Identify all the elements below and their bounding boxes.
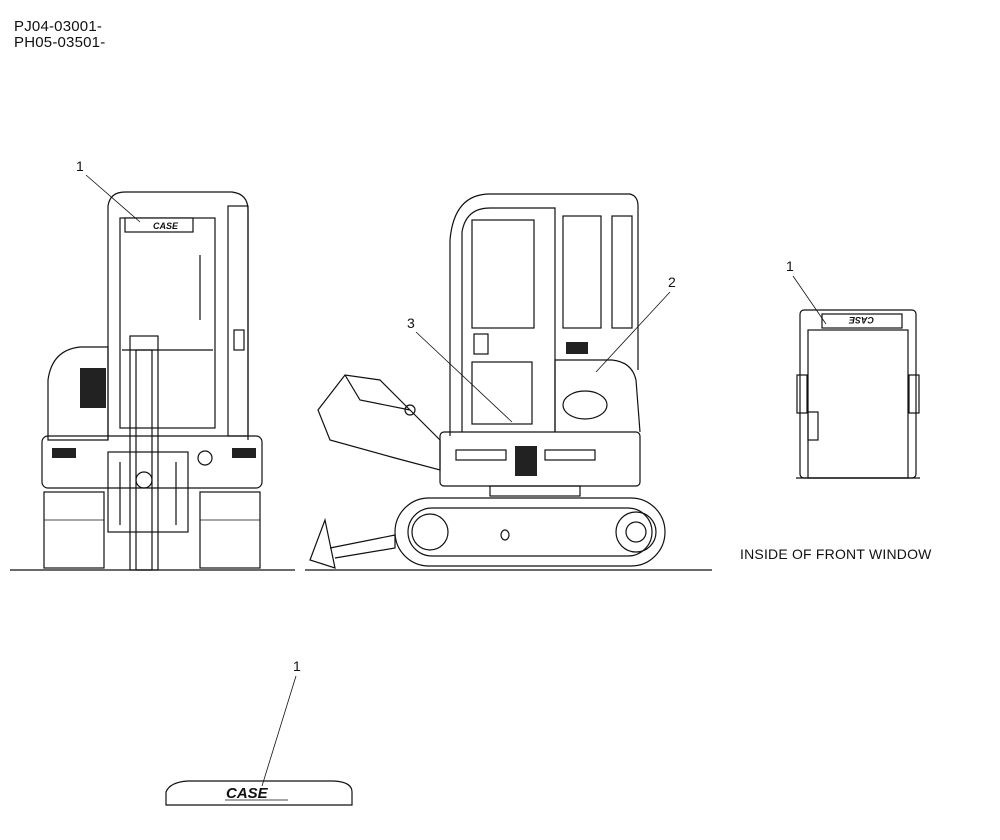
side-swing-bearing bbox=[489, 485, 581, 497]
rear-callout-1-leader bbox=[85, 174, 141, 223]
decal-callout-1: 1 bbox=[293, 658, 301, 674]
side-track-frame bbox=[407, 507, 653, 557]
rear-case-decal bbox=[124, 217, 194, 233]
side-callout-2-leader bbox=[595, 291, 671, 373]
side-dozer-blade bbox=[309, 517, 336, 569]
side-sprocket-wheel bbox=[615, 511, 657, 553]
side-callout-3: 3 bbox=[407, 315, 415, 331]
front-window-decal-logo: CASE bbox=[848, 315, 874, 325]
rear-boom-swing-bracket bbox=[107, 451, 189, 533]
front-window-case-decal bbox=[821, 313, 903, 329]
rear-track-left bbox=[43, 491, 105, 569]
rear-left-hood bbox=[47, 346, 109, 441]
front-window-latch-right bbox=[908, 374, 920, 414]
side-dozer-arm bbox=[329, 534, 396, 559]
decal-callout-1-leader bbox=[261, 675, 297, 787]
decal-case-logo: CASE bbox=[226, 785, 269, 802]
side-boom-pin bbox=[404, 404, 416, 416]
side-vent-grille bbox=[515, 446, 537, 476]
rear-tail-light-left bbox=[52, 448, 76, 458]
side-sprocket-hub bbox=[625, 521, 647, 543]
serial-range-1: PJ04-03001- bbox=[14, 18, 103, 35]
rear-track-right bbox=[199, 491, 261, 569]
side-callout-2: 2 bbox=[668, 274, 676, 290]
rear-grille bbox=[197, 450, 213, 466]
side-view-excavator: 2 3 bbox=[305, 193, 712, 571]
side-cab-door bbox=[461, 207, 556, 432]
rear-boom-pin bbox=[135, 471, 153, 489]
rear-view-excavator: CASE 1 bbox=[10, 158, 295, 571]
side-track-roller bbox=[500, 529, 510, 541]
front-window-frame bbox=[799, 309, 917, 479]
side-engine-hood bbox=[554, 359, 641, 433]
rear-cab-handle bbox=[233, 329, 245, 351]
rear-cab-side-panel bbox=[227, 205, 249, 437]
front-window-latch-left bbox=[796, 374, 808, 414]
side-track bbox=[394, 497, 666, 567]
side-boom-line bbox=[344, 374, 411, 411]
front-window-view: CASE 1 bbox=[786, 258, 920, 479]
side-cab-frame bbox=[449, 193, 639, 436]
rear-decal-logo: CASE bbox=[153, 221, 179, 231]
side-door-lower-window bbox=[471, 361, 533, 425]
window-callout-1-leader bbox=[792, 275, 827, 325]
front-window-lock bbox=[807, 411, 819, 441]
side-cab-lamp bbox=[566, 342, 588, 354]
side-cab-rear-window bbox=[562, 215, 602, 329]
side-upper-structure bbox=[439, 431, 641, 487]
side-boom-bucket bbox=[317, 374, 441, 471]
serial-range-2: PH05-03501- bbox=[14, 34, 106, 51]
rear-window-glass bbox=[119, 217, 216, 429]
side-door-window bbox=[471, 219, 535, 329]
side-door-handle bbox=[473, 333, 489, 355]
rear-tail-light-right bbox=[232, 448, 256, 458]
side-panel-left bbox=[455, 449, 507, 461]
side-idler-wheel bbox=[411, 513, 449, 551]
rear-boom-inner bbox=[135, 349, 153, 571]
case-decal-detail: CASE 1 bbox=[165, 658, 353, 806]
front-window-glass bbox=[807, 329, 909, 479]
window-view-caption: INSIDE OF FRONT WINDOW bbox=[740, 546, 932, 562]
side-panel-right bbox=[544, 449, 596, 461]
rear-cab-frame bbox=[107, 191, 249, 440]
rear-boom bbox=[129, 335, 159, 571]
rear-left-light bbox=[80, 368, 106, 408]
window-callout-1: 1 bbox=[786, 258, 794, 274]
rear-callout-1: 1 bbox=[76, 158, 84, 174]
side-cab-rear-glass bbox=[611, 215, 633, 329]
side-fuel-cap bbox=[562, 390, 608, 420]
side-callout-3-leader bbox=[415, 331, 513, 423]
decal-outline bbox=[165, 780, 353, 806]
